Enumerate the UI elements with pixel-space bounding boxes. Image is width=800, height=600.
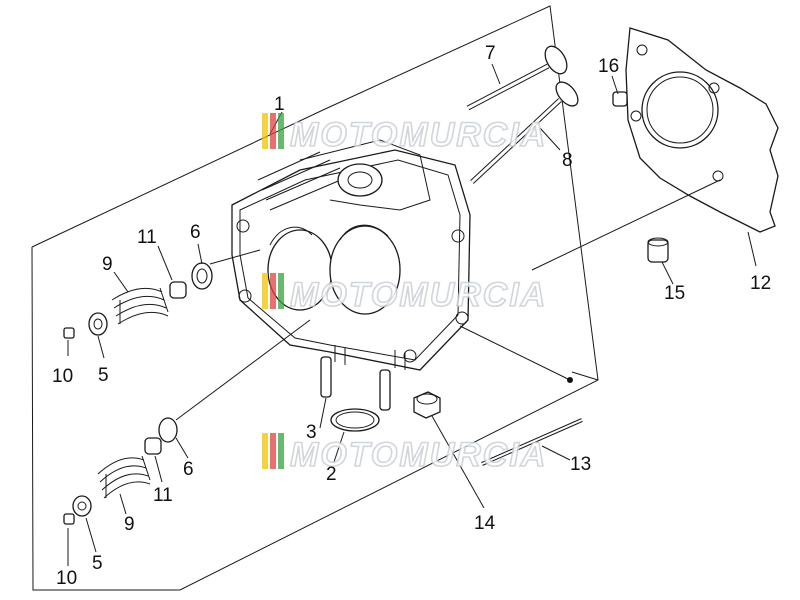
callout-6-lower: 6 bbox=[183, 459, 194, 480]
callout-10-upper: 10 bbox=[52, 366, 73, 387]
cylinder-head bbox=[231, 139, 471, 371]
valve-7 bbox=[466, 45, 568, 111]
callout-11-lower: 11 bbox=[153, 485, 173, 506]
o-ring bbox=[330, 408, 380, 432]
watermark-2: MOTOMURCIA bbox=[262, 273, 547, 315]
bolt-14 bbox=[413, 391, 441, 419]
watermark-1: MOTOMURCIA bbox=[262, 113, 547, 155]
stud-bolt-13 bbox=[481, 418, 583, 466]
dowel-pins bbox=[320, 356, 391, 411]
callout-9-upper: 9 bbox=[102, 254, 113, 275]
callout-1: 1 bbox=[274, 94, 285, 115]
callout-13: 13 bbox=[570, 454, 591, 475]
callout-6-upper: 6 bbox=[190, 222, 201, 243]
callout-8: 8 bbox=[562, 150, 573, 171]
callout-7: 7 bbox=[485, 43, 496, 64]
watermark-text-1: MOTOMURCIA bbox=[290, 116, 547, 154]
valve-train-lower bbox=[63, 417, 178, 525]
callout-9-lower: 9 bbox=[124, 514, 135, 535]
callout-15: 15 bbox=[664, 283, 685, 304]
bush-15 bbox=[647, 237, 669, 263]
valve-8 bbox=[470, 81, 579, 184]
callout-12: 12 bbox=[750, 273, 771, 294]
frame-edge bbox=[571, 371, 599, 381]
watermark-3: MOTOMURCIA bbox=[262, 433, 547, 475]
head-gasket bbox=[625, 27, 779, 233]
callout-5-upper: 5 bbox=[98, 365, 109, 386]
callout-16: 16 bbox=[598, 56, 619, 77]
callout-14: 14 bbox=[474, 513, 496, 534]
watermark-text-2: MOTOMURCIA bbox=[290, 276, 547, 314]
watermark-text-3: MOTOMURCIA bbox=[290, 436, 547, 474]
valve-train-upper bbox=[63, 262, 213, 339]
callout-5-lower: 5 bbox=[92, 553, 103, 574]
callout-2: 2 bbox=[326, 464, 337, 485]
dowel-16 bbox=[612, 91, 628, 107]
callout-10-lower: 10 bbox=[56, 568, 77, 589]
callout-11-upper: 11 bbox=[137, 227, 157, 248]
callout-3: 3 bbox=[306, 422, 317, 443]
